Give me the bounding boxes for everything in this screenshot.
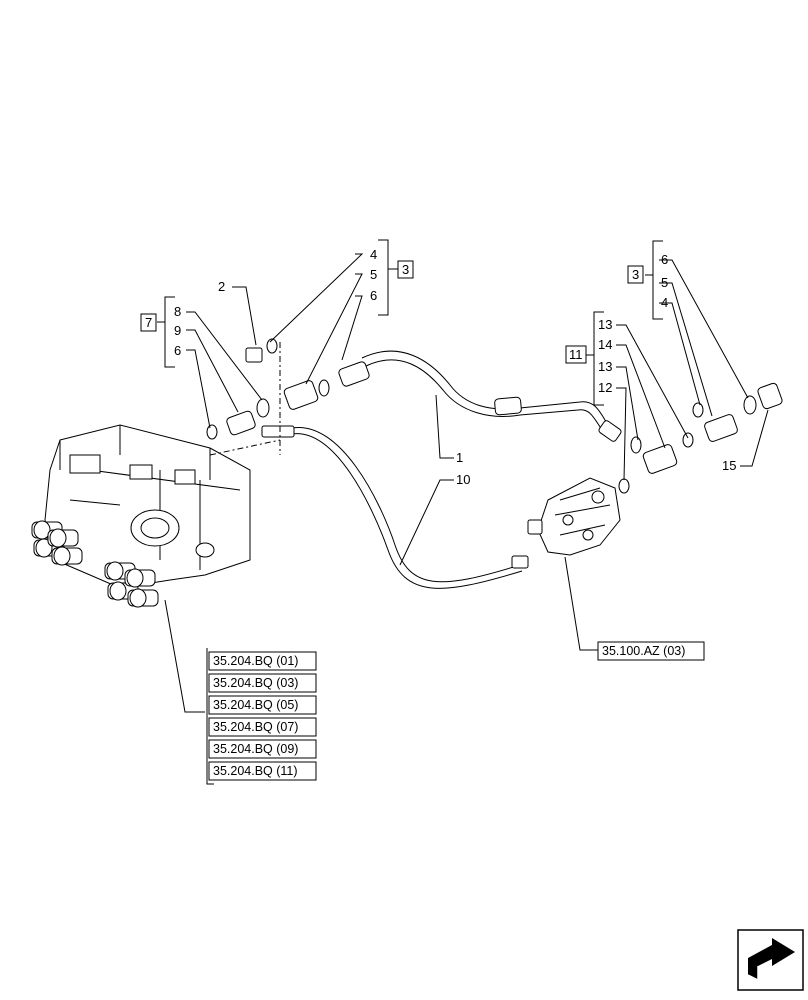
- callout-box-11: 11: [569, 347, 583, 362]
- reference-link[interactable]: 35.204.BQ (05): [213, 698, 298, 712]
- callout-g7-item-1: 8: [174, 304, 181, 319]
- reference-link[interactable]: 35.204.BQ (03): [213, 676, 298, 690]
- flow-distributor-valve: [527, 477, 621, 556]
- callout-g3b-item-1: 6: [661, 252, 668, 267]
- distributor-reference-frame: [597, 641, 705, 661]
- callout-box-3-right-frame: [627, 265, 644, 284]
- callout-1: 1: [456, 450, 463, 465]
- callout-g11-item-4: 12: [598, 380, 612, 395]
- hose-10: [261, 425, 529, 589]
- fittings-left-group: [206, 338, 330, 456]
- control-valve-block: [31, 424, 251, 608]
- callout-box-3-left: 3: [402, 262, 409, 277]
- callout-g3b-item-2: 5: [661, 275, 668, 290]
- next-page-arrow-icon[interactable]: [737, 929, 804, 991]
- callout-box-3-right: 3: [632, 267, 639, 282]
- callout-g11-item-1: 13: [598, 317, 612, 332]
- group-brackets: [157, 239, 663, 785]
- callout-g3a-item-1: 4: [370, 247, 377, 262]
- callout-g11-item-3: 13: [598, 359, 612, 374]
- callout-box-3-left-frame: [397, 260, 414, 279]
- pipe-1: [338, 350, 622, 442]
- callout-g7-item-3: 6: [174, 343, 181, 358]
- callout-g11-item-2: 14: [598, 337, 612, 352]
- callout-15: 15: [722, 458, 736, 473]
- callout-g3a-item-3: 6: [370, 288, 377, 303]
- callout-g7-item-2: 9: [174, 323, 181, 338]
- reference-link[interactable]: 35.204.BQ (07): [213, 720, 298, 734]
- reference-link[interactable]: 35.204.BQ (01): [213, 654, 298, 668]
- fittings-right-group: [618, 382, 783, 494]
- callout-2: 2: [218, 279, 225, 294]
- callout-box-7: 7: [145, 315, 152, 330]
- callout-box-11-frame: [565, 345, 587, 364]
- callout-g3a-item-2: 5: [370, 267, 377, 282]
- distributor-reference-link[interactable]: 35.100.AZ (03): [602, 644, 685, 658]
- reference-link[interactable]: 35.204.BQ (11): [213, 764, 298, 778]
- valve-block-references: 35.204.BQ (01) 35.204.BQ (03) 35.204.BQ …: [208, 651, 317, 781]
- callout-box-7-frame: [140, 313, 157, 332]
- reference-link[interactable]: 35.204.BQ (09): [213, 742, 298, 756]
- callout-g3b-item-3: 4: [661, 295, 668, 310]
- callout-10: 10: [456, 472, 470, 487]
- leader-lines: [164, 253, 769, 713]
